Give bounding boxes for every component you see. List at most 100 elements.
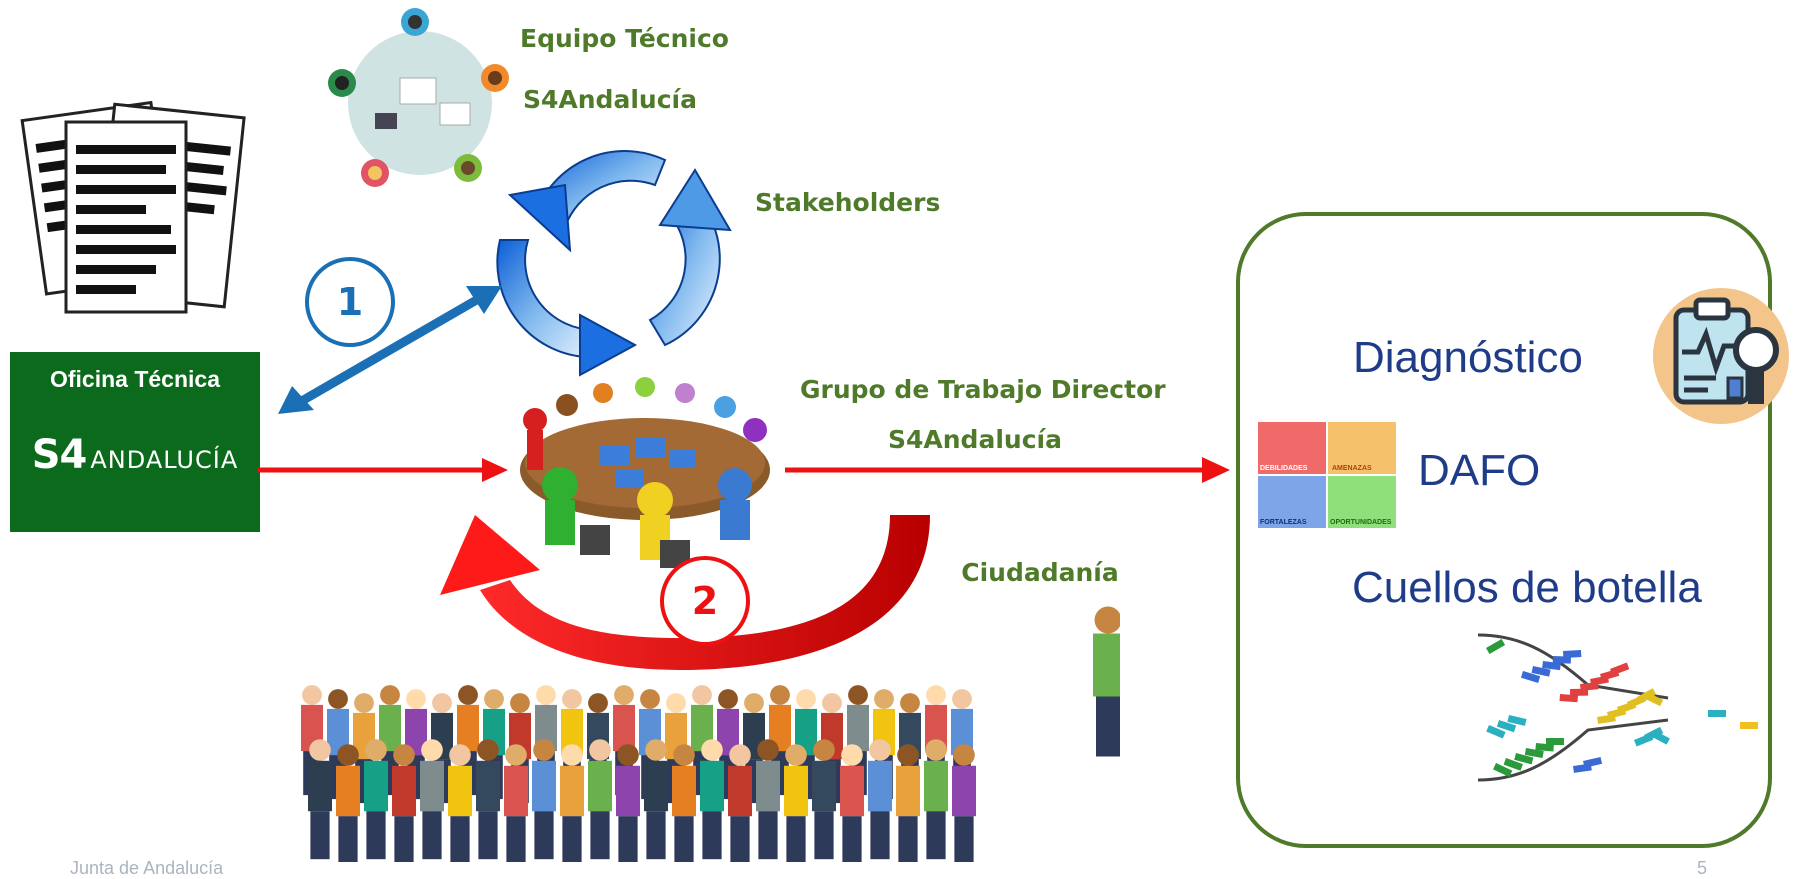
bottleneck-item <box>1486 725 1506 739</box>
citizen-figure <box>757 739 779 761</box>
citizen-figure <box>1096 696 1120 757</box>
bottleneck-item <box>1514 752 1534 765</box>
citizen-figure <box>786 816 806 862</box>
citizen-figure <box>729 744 751 766</box>
citizen-figure <box>393 744 415 766</box>
bottleneck-item <box>1583 756 1603 768</box>
citizen-figure <box>796 689 816 709</box>
citizen-figure <box>814 811 834 860</box>
citizen-figure <box>590 811 610 860</box>
citizen-figure <box>822 693 842 713</box>
citizen-figure <box>644 760 668 812</box>
citizen-figure <box>666 693 686 713</box>
citizen-figure <box>588 760 612 812</box>
citizen-figure <box>813 739 835 761</box>
documents-icon <box>20 100 246 314</box>
citizen-figure <box>534 811 554 860</box>
citizen-figure <box>951 708 973 756</box>
citizen-figure <box>869 739 891 761</box>
citizen-figure <box>925 704 947 752</box>
bottleneck-item <box>1650 730 1670 745</box>
citizen-figure <box>560 765 584 817</box>
citizen-figure <box>672 765 696 817</box>
citizen-figure <box>309 739 331 761</box>
citizen-figure <box>380 685 400 705</box>
citizen-figure <box>365 739 387 761</box>
bottleneck-item <box>1493 763 1513 777</box>
red-arrow-right <box>785 457 1230 483</box>
citizen-figure <box>476 760 500 812</box>
citizen-figure <box>504 765 528 817</box>
citizen-figure <box>848 685 868 705</box>
bottleneck-item <box>1531 666 1551 677</box>
bottleneck-item <box>1507 715 1527 726</box>
citizen-figure <box>562 816 582 862</box>
citizen-figure <box>926 811 946 860</box>
citizen-figure <box>477 739 499 761</box>
citizen-figure <box>700 760 724 812</box>
bottleneck-item <box>1552 656 1571 664</box>
citizen-figure <box>730 816 750 862</box>
red-curved-arrow <box>440 515 930 670</box>
citizen-figure <box>506 816 526 862</box>
oficina-title: Oficina Técnica <box>49 366 220 392</box>
equipo-s4-label: S4Andalucía <box>523 85 697 114</box>
citizen-figure <box>717 708 739 756</box>
citizen-figure <box>897 744 919 766</box>
citizen-figure <box>406 689 426 709</box>
bottleneck-item <box>1643 692 1664 707</box>
fortalezas-quadrant: FORTALEZAS <box>1258 476 1326 528</box>
citizen-figure <box>924 760 948 812</box>
cuellos-label: Cuellos de botella <box>1352 563 1702 612</box>
citizen-figure <box>366 811 386 860</box>
citizen-figure <box>953 744 975 766</box>
results-panel <box>1236 212 1772 848</box>
citizen-figure <box>379 704 401 752</box>
citizen-figure <box>421 739 443 761</box>
citizen-figure <box>327 708 349 756</box>
stakeholders-label: Stakeholders <box>755 188 941 217</box>
citizen-figure <box>868 760 892 812</box>
diagnostic-clipboard-icon <box>1653 288 1789 424</box>
citizen-figure <box>478 811 498 860</box>
citizen-figure <box>392 765 416 817</box>
citizen-figure <box>618 816 638 862</box>
citizen-figure <box>701 739 723 761</box>
citizen-figure <box>646 811 666 860</box>
citizen-figure <box>785 744 807 766</box>
citizen-figure <box>952 765 976 817</box>
citizens-crowd-image <box>301 606 1120 862</box>
step-1-badge: 1 <box>305 257 395 347</box>
bottleneck-item <box>1535 743 1554 752</box>
diagnostico-label: Diagnóstico <box>1353 333 1583 382</box>
citizen-figure <box>338 816 358 862</box>
citizen-figure <box>617 744 639 766</box>
citizen-figure <box>336 765 360 817</box>
citizen-figure <box>769 704 791 752</box>
red-arrow-left <box>258 458 508 482</box>
blue-double-arrow <box>278 286 502 414</box>
citizen-figure <box>691 704 713 752</box>
citizen-figure <box>457 704 479 752</box>
citizen-figure <box>394 816 414 862</box>
team-table-icon <box>328 8 509 187</box>
bottleneck-icon <box>1478 633 1758 782</box>
oportunidades-quadrant: OPORTUNIDADES <box>1328 476 1396 528</box>
citizen-figure <box>645 739 667 761</box>
citizen-figure <box>364 760 388 812</box>
citizen-figure <box>613 704 635 752</box>
citizen-figure <box>784 765 808 817</box>
citizen-figure <box>536 685 556 705</box>
citizen-figure <box>870 811 890 860</box>
citizen-figure <box>673 744 695 766</box>
grupo-trabajo-label: Grupo de Trabajo Director <box>800 375 1166 404</box>
citizen-figure <box>842 816 862 862</box>
citizen-figure <box>841 744 863 766</box>
equipo-tecnico-label: Equipo Técnico <box>520 24 729 53</box>
citizen-figure <box>847 704 869 752</box>
citizen-figure <box>674 816 694 862</box>
citizen-figure <box>770 685 790 705</box>
grupo-s4-label: S4Andalucía <box>888 425 1062 454</box>
citizen-figure <box>758 811 778 860</box>
